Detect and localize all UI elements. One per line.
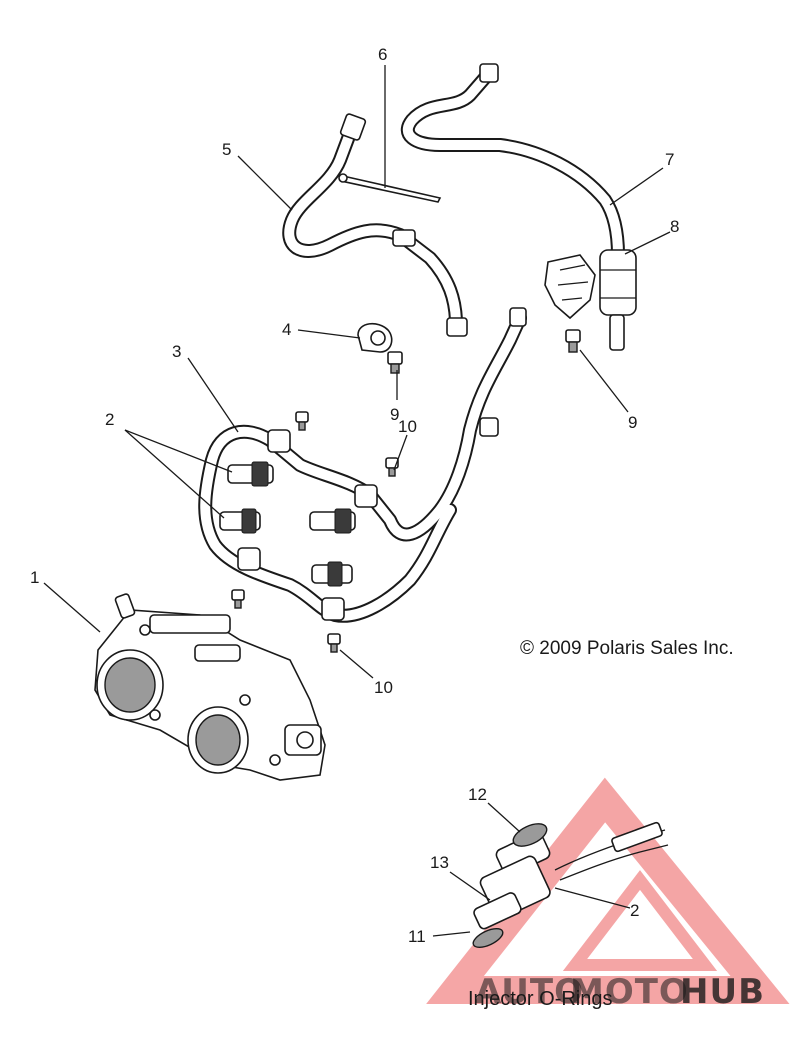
callout-7: 7 xyxy=(665,150,674,169)
bolt-9-left xyxy=(387,351,403,374)
bolt-10-c xyxy=(231,589,245,609)
callout-4: 4 xyxy=(282,320,291,339)
bolt-10-d xyxy=(327,633,341,653)
leader-lines xyxy=(43,65,671,937)
callout-2-inset: 2 xyxy=(630,901,639,920)
callout-10-upper: 10 xyxy=(398,417,417,436)
fuel-hose-7 xyxy=(400,63,625,262)
callout-2: 2 xyxy=(105,410,114,429)
injector-2-b xyxy=(219,508,261,534)
throttle-body-1 xyxy=(94,593,326,781)
injector-2-a xyxy=(227,461,274,487)
callout-11: 11 xyxy=(408,927,426,946)
callout-1: 1 xyxy=(30,568,39,587)
fuel-rail-3 xyxy=(198,307,527,623)
inset-caption: Injector O-Rings xyxy=(468,988,613,1010)
watermark-auto: AUTO xyxy=(475,972,584,1012)
watermark-hub: HUB xyxy=(680,972,765,1012)
callout-13: 13 xyxy=(430,853,449,872)
tie-strap-6 xyxy=(338,173,442,203)
callout-3: 3 xyxy=(172,342,181,361)
bolt-9-right xyxy=(565,329,581,353)
watermark-text: AUTO MOTO HUB xyxy=(475,972,765,1012)
callout-labels: 1 2 3 4 5 6 7 8 9 9 10 10 11 12 13 2 xyxy=(30,45,679,946)
fuel-filter-8 xyxy=(544,249,637,351)
callout-9-left: 9 xyxy=(390,405,399,424)
watermark-moto: MOTO xyxy=(570,972,689,1012)
bolt-10-a xyxy=(295,411,309,431)
bolt-10-b xyxy=(385,457,399,477)
callout-6: 6 xyxy=(378,45,387,64)
callout-8: 8 xyxy=(670,217,679,236)
injector-o-rings-inset xyxy=(472,821,669,948)
callout-9-right: 9 xyxy=(628,413,637,432)
callout-10-lower: 10 xyxy=(374,678,393,697)
fuel-hose-5 xyxy=(282,113,468,337)
copyright-text: © 2009 Polaris Sales Inc. xyxy=(520,638,734,659)
callout-12: 12 xyxy=(468,785,487,804)
clamp-4 xyxy=(357,322,393,353)
injector-2-d xyxy=(311,561,353,587)
callout-5: 5 xyxy=(222,140,231,159)
injector-2-c xyxy=(309,508,356,534)
